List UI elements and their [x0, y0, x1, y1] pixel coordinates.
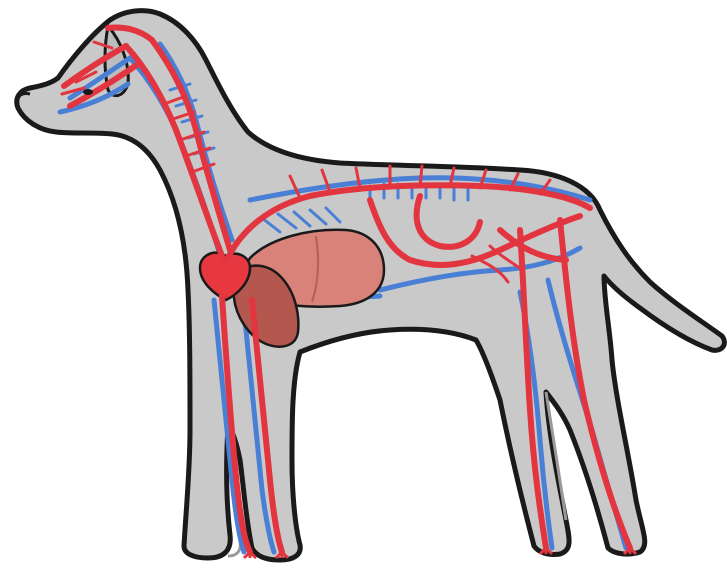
paw-vessel-tips [244, 548, 636, 558]
dog-eye [83, 89, 93, 95]
